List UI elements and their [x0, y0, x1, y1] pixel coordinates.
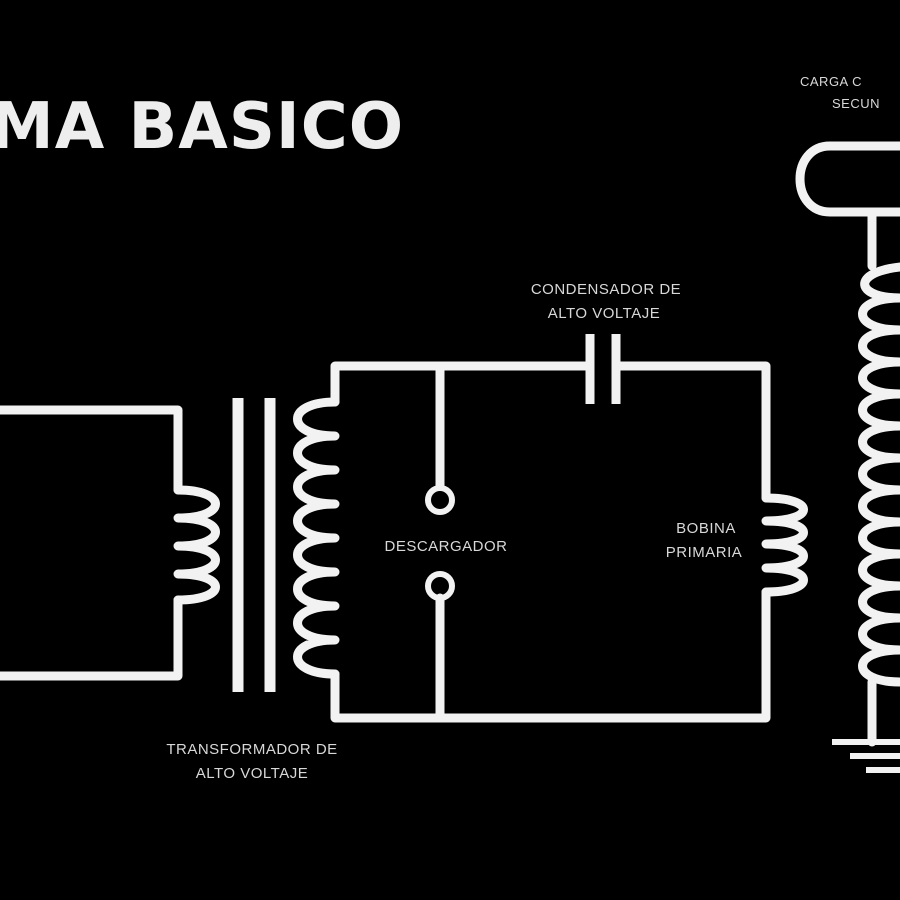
primary-coil-label-line1: BOBINA [676, 520, 736, 537]
capacitor-label-line2: ALTO VOLTAJE [548, 305, 660, 322]
spark-gap-upper-electrode [425, 485, 455, 515]
top-load-label-line1: CARGA C [800, 74, 862, 89]
top-load-toroid [795, 141, 900, 217]
transformer-label-line2: ALTO VOLTAJE [196, 765, 308, 782]
source-loop-wire [0, 405, 183, 681]
capacitor-label-line1: CONDENSADOR DE [531, 281, 681, 298]
diagram-title: MA BASICO [0, 90, 404, 164]
primary-coil-label-line2: PRIMARIA [666, 544, 743, 561]
main-circuit-top-right [611, 361, 771, 503]
transformer-label-line1: TRANSFORMADOR DE [166, 741, 337, 758]
transformer-secondary-coil [293, 397, 340, 679]
transformer-primary-coil [173, 485, 220, 605]
spark-gap-label: DESCARGADOR [384, 538, 507, 555]
main-circuit-left-bottom [330, 587, 771, 723]
top-load-label-line2: SECUN [832, 96, 880, 111]
primary-coil [761, 493, 808, 597]
main-circuit-top-left [330, 361, 595, 407]
secondary-coil [858, 262, 900, 687]
